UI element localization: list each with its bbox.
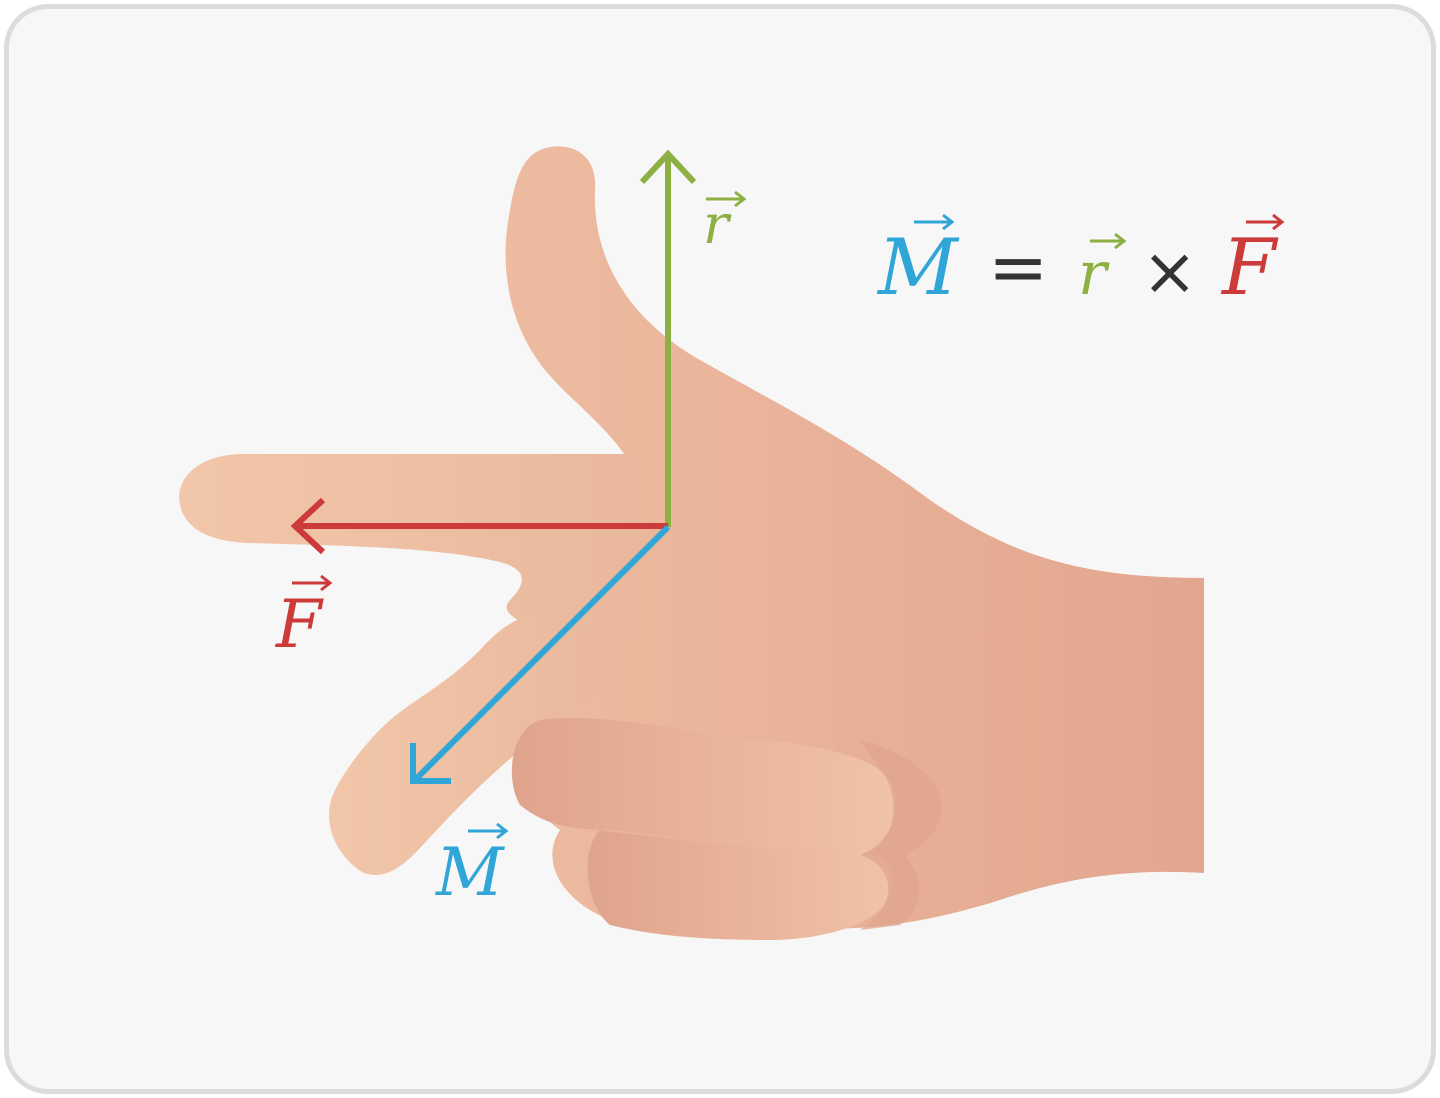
vector-m-head bbox=[410, 743, 451, 784]
equation-times: × bbox=[1142, 233, 1197, 310]
index-finger bbox=[179, 454, 640, 640]
equation-lhs: M bbox=[876, 223, 960, 313]
knuckle-shadow bbox=[860, 740, 942, 930]
vector-f-arrow bbox=[290, 497, 668, 555]
vector-r-arrow bbox=[639, 149, 697, 527]
pinky-finger bbox=[587, 830, 892, 940]
vector-r-head bbox=[639, 149, 697, 185]
label-f-text: F bbox=[275, 586, 324, 663]
ring-finger bbox=[511, 718, 894, 855]
equation-a: r bbox=[1078, 239, 1110, 309]
label-f: F bbox=[275, 574, 333, 663]
vector-m-arrow bbox=[410, 524, 671, 784]
hand-illustration bbox=[179, 146, 1204, 940]
vector-m-shaft bbox=[411, 524, 671, 784]
label-m: M bbox=[435, 822, 509, 911]
label-m-text: M bbox=[435, 834, 505, 911]
label-r: r bbox=[703, 190, 747, 256]
middle-finger bbox=[329, 612, 608, 875]
cross-product-equation: M = r × F bbox=[876, 213, 1285, 313]
label-r-text: r bbox=[703, 193, 732, 256]
vector-f-head bbox=[290, 497, 326, 555]
equation-b: F bbox=[1220, 223, 1279, 313]
equation-equals: = bbox=[988, 225, 1048, 309]
